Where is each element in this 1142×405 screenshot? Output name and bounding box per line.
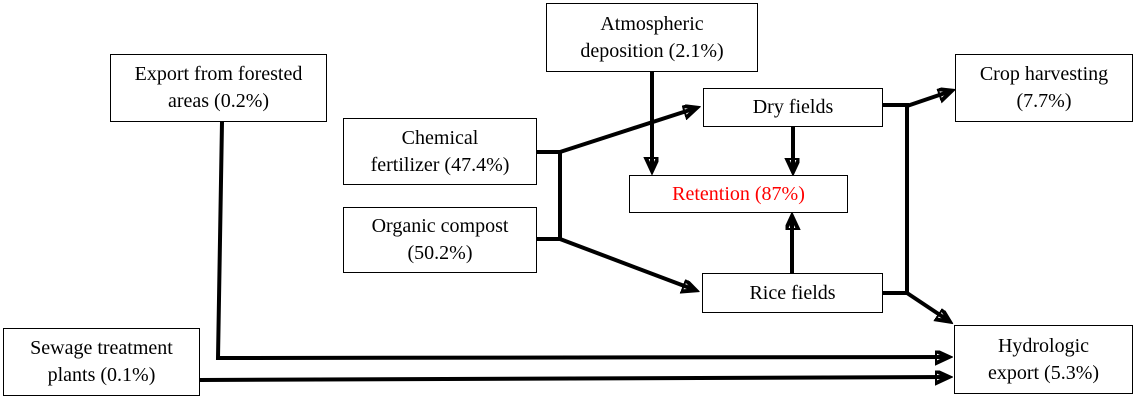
arrow-bus-to-dry-fields [559,108,696,154]
node-crop-harvesting: Crop harvesting (7.7%) [955,54,1133,122]
arrow-to-crop-harvesting [906,91,951,108]
node-label: Dry fields [752,96,834,118]
node-label: Atmospheric deposition (2.1%) [580,12,724,62]
arrow-forested-to-hydrologic [215,121,948,358]
node-atmospheric-deposition: Atmospheric deposition (2.1%) [546,3,758,72]
node-export-forested-areas: Export from forested areas (0.2%) [110,54,327,122]
node-label: Chemical fertilizer (47.4%) [370,126,510,176]
node-organic-compost: Organic compost (50.2%) [343,207,537,273]
node-hydrologic-export: Hydrologic export (5.3%) [954,325,1133,394]
node-dry-fields: Dry fields [703,88,883,127]
node-label: Hydrologic export (5.3%) [987,334,1100,384]
line-fertilizer-bus [537,150,562,241]
arrow-rice-junction-to-hydrologic [905,291,949,321]
node-label: Crop harvesting (7.7%) [979,63,1109,112]
node-retention: Retention (87%) [629,175,848,213]
node-rice-fields: Rice fields [702,273,883,313]
node-label: Retention (87%) [672,182,805,205]
node-chemical-fertilizer: Chemical fertilizer (47.4%) [343,118,537,185]
node-sewage-treatment-plants: Sewage treatment plants (0.1%) [3,328,200,396]
node-label: Export from forested areas (0.2%) [134,63,303,112]
node-label: Rice fields [749,281,836,304]
arrow-sewage-to-hydrologic [199,377,948,380]
node-label: Sewage treatment plants (0.1%) [30,337,173,386]
arrow-bus-to-rice-fields [559,237,695,290]
line-fields-right-bus [883,103,909,295]
node-label: Organic compost (50.2%) [371,215,509,264]
